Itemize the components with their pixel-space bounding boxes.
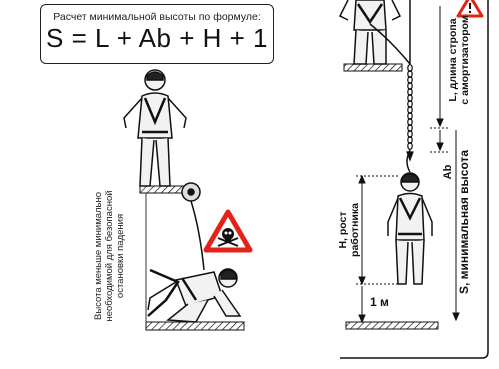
dimension-lines: [356, 6, 460, 324]
chain-link: [407, 130, 413, 139]
label-S-text: S, минимальная высота: [457, 150, 471, 294]
lanyard: [369, 0, 411, 65]
worker-fallen-figure: [147, 268, 242, 323]
chain-link: [407, 69, 413, 78]
chain-link: [407, 117, 413, 126]
formula-equation: S = L + Ab + H + 1: [46, 23, 268, 53]
label-H-line-1: H, рост: [337, 211, 349, 248]
label-Ab-text: Ab: [442, 164, 454, 179]
warning-line-3: остановки падения: [115, 214, 126, 298]
warning-line-2: необходимой для безопасной: [104, 190, 115, 321]
chain-link: [407, 81, 413, 90]
upper-platform: [139, 185, 189, 194]
worker-top-figure: [338, 0, 402, 65]
formula-caption: Расчет минимальной высоты по формуле:: [53, 11, 261, 23]
label-L-line-1: L, длина стропа: [447, 18, 459, 101]
label-Ab: Ab: [442, 164, 454, 179]
worker-standing-figure: [123, 69, 187, 187]
hazard-triangle-icon: [456, 0, 484, 18]
chain-link: [407, 93, 413, 102]
warning-text-block: Высота меньше минимально необходимой для…: [93, 190, 126, 321]
ground-right: [345, 321, 439, 330]
anchor-device: [181, 182, 205, 271]
label-L-line-2: с амортизатором: [459, 15, 471, 105]
formula-box: Расчет минимальной высоты по формуле: S …: [40, 4, 274, 64]
label-1m: 1 м: [370, 295, 389, 309]
chain-link: [407, 136, 413, 145]
energy-absorber: [406, 63, 414, 162]
chain-link: [407, 111, 413, 120]
top-platform: [343, 63, 403, 72]
label-H-line-2: работника: [349, 203, 361, 257]
skull-warning-sign: [203, 209, 253, 253]
chain-link: [407, 142, 413, 151]
right-panel-frame: [340, 0, 489, 359]
chain-link: [407, 99, 413, 108]
label-L: L, длина стропа с амортизатором: [447, 15, 471, 105]
chain-link: [407, 123, 413, 132]
chain-link: [407, 105, 413, 114]
chain-link: [407, 87, 413, 96]
chain-link: [407, 75, 413, 84]
label-H: H, рост работника: [337, 203, 361, 257]
label-S: S, минимальная высота: [457, 150, 471, 294]
worker-hanging-figure: [387, 149, 433, 285]
ground-left: [145, 321, 245, 331]
warning-line-1: Высота меньше минимально: [93, 192, 104, 320]
chain-link: [407, 63, 413, 72]
